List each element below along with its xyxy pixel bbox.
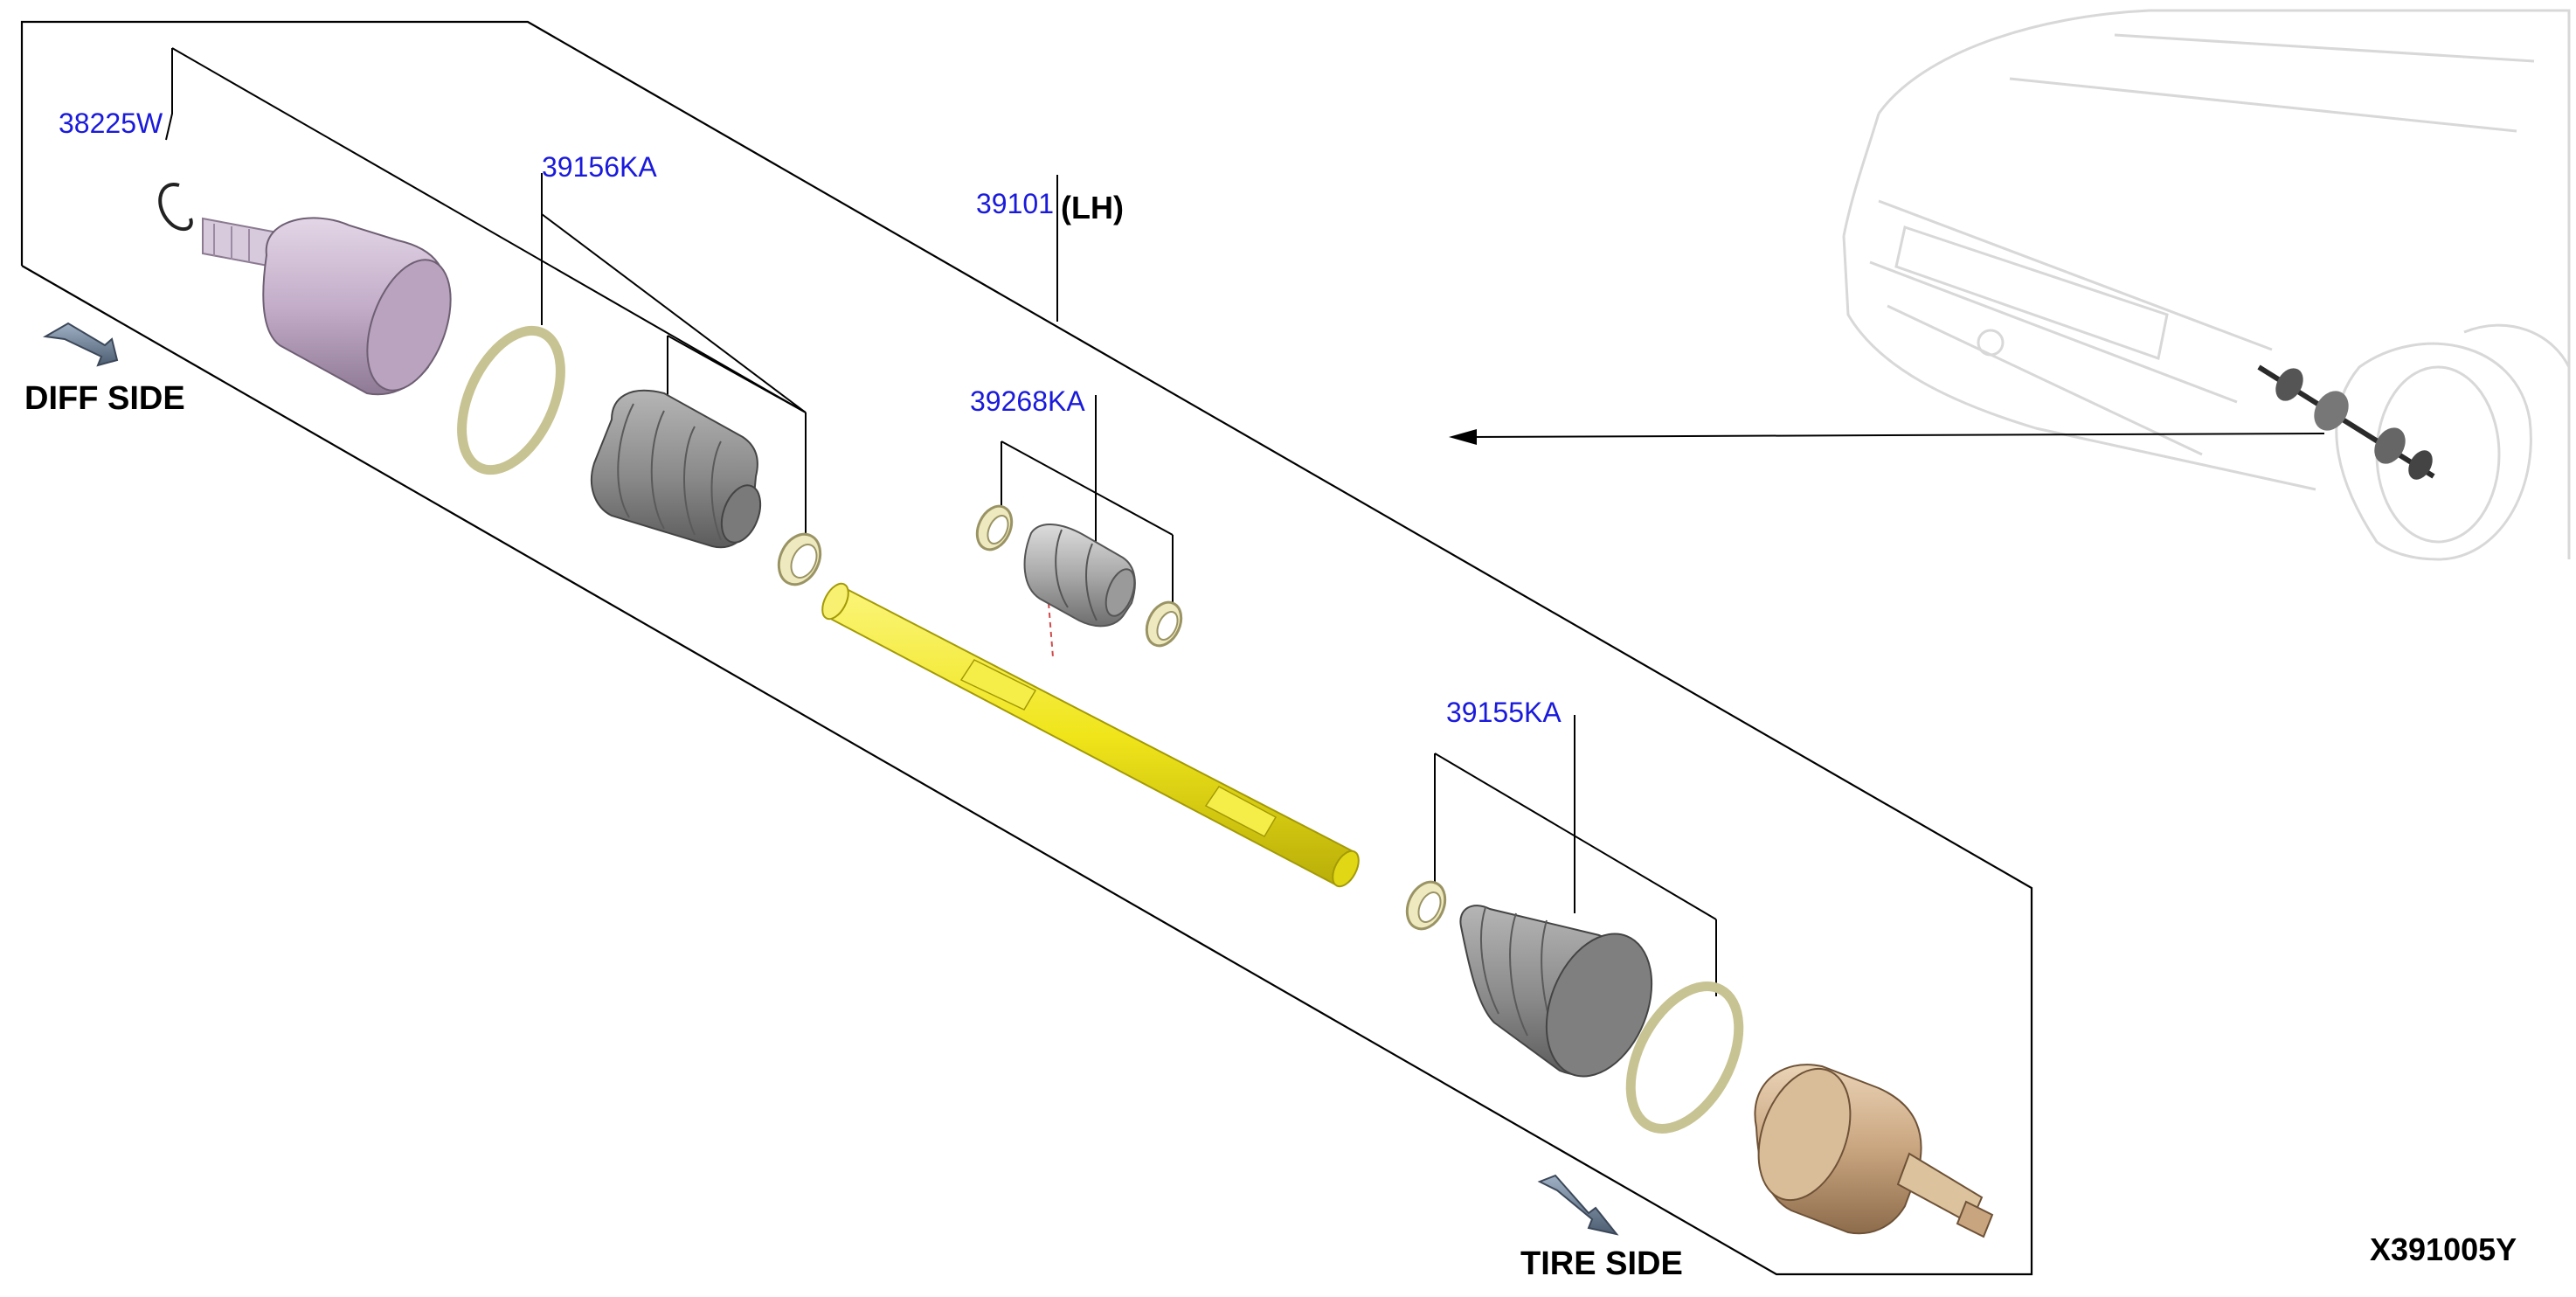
location-pointer bbox=[1449, 429, 2325, 445]
damper-band-left bbox=[975, 504, 1014, 551]
diagram-code: X391005Y bbox=[2370, 1231, 2517, 1267]
part-label-39156ka[interactable]: 39156KA bbox=[542, 151, 657, 183]
part-label-39155ka[interactable]: 39155KA bbox=[1446, 697, 1562, 728]
vehicle-location-inset bbox=[1842, 9, 2571, 561]
side-note-lh: (LH) bbox=[1061, 190, 1124, 225]
damper-band-right bbox=[1145, 600, 1183, 648]
part-label-39268ka[interactable]: 39268KA bbox=[970, 385, 1085, 417]
leader-lines bbox=[165, 47, 1717, 996]
assembly-frame bbox=[20, 20, 2033, 1276]
boot-band-inner-large bbox=[457, 325, 565, 475]
diff-side-label: DIFF SIDE bbox=[24, 380, 185, 417]
outer-joint bbox=[1754, 1064, 1994, 1238]
drive-shaft bbox=[821, 582, 1360, 888]
outer-boot bbox=[1459, 905, 1653, 1078]
tire-side-label: TIRE SIDE bbox=[1520, 1245, 1683, 1282]
dynamic-damper bbox=[1023, 524, 1136, 628]
part-label-38225w[interactable]: 38225W bbox=[59, 108, 163, 139]
boot-band-inner-small bbox=[777, 532, 822, 586]
part-label-39101[interactable]: 39101 bbox=[976, 188, 1054, 219]
inner-joint-housing bbox=[202, 217, 452, 396]
snap-ring bbox=[158, 183, 193, 232]
inner-boot bbox=[590, 389, 762, 549]
diff-side-arrow-icon bbox=[42, 322, 119, 367]
boot-band-outer-large bbox=[1625, 981, 1744, 1134]
boot-band-outer-small bbox=[1405, 880, 1447, 931]
vehicle-driveshaft-icon bbox=[2257, 364, 2435, 480]
tire-side-arrow-icon bbox=[1537, 1174, 1619, 1236]
